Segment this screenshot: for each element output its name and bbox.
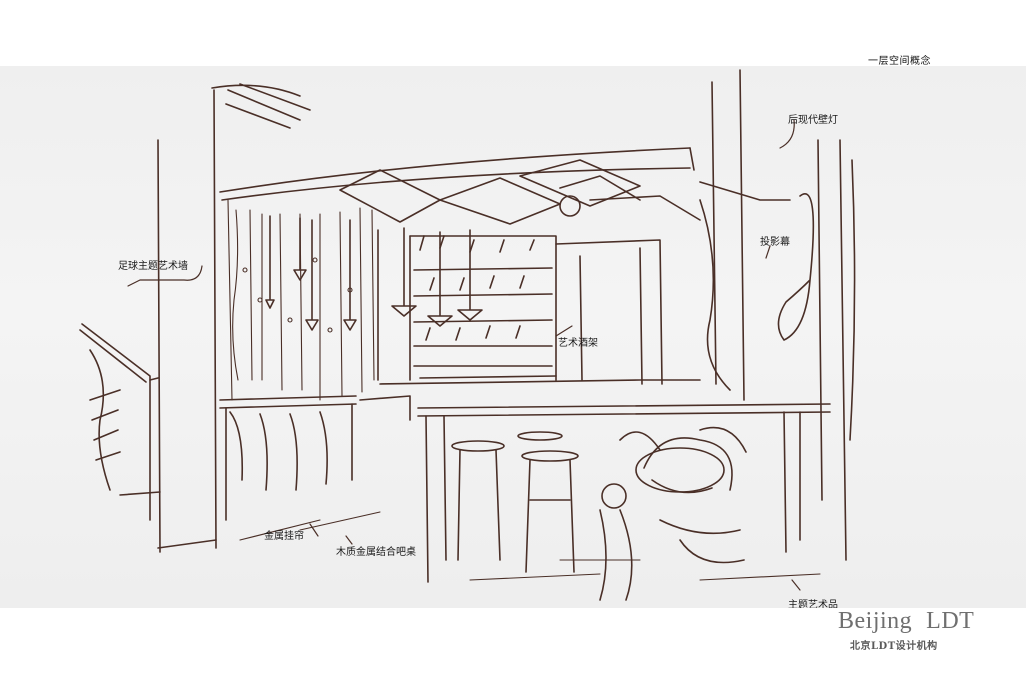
interior-sketch xyxy=(79,69,856,601)
wall-lamp xyxy=(559,175,815,341)
brand-block: Beijing LDT 北京LDT设计机构 xyxy=(838,608,978,652)
bar-stools xyxy=(451,431,579,573)
bar-table-label: 木质金属结合吧桌 xyxy=(336,547,416,558)
projection-screen-label: 投影幕 xyxy=(760,237,790,248)
main-bar-table xyxy=(379,375,831,583)
leader-lines xyxy=(127,119,801,591)
art-wine-rack-label: 艺术酒架 xyxy=(558,338,598,349)
metal-curtain-label: 金属挂帘 xyxy=(264,531,304,542)
brand-name: LDT xyxy=(926,608,975,634)
floor xyxy=(239,511,821,581)
stair-rail xyxy=(79,323,159,521)
brand-logo: Beijing LDT xyxy=(838,608,978,635)
art-piece xyxy=(599,426,747,601)
right-wall xyxy=(699,69,856,561)
left-column xyxy=(119,83,311,553)
left-bar xyxy=(219,395,411,521)
art-wall xyxy=(227,199,375,401)
brand-subtitle: 北京LDT设计机构 xyxy=(850,641,938,652)
page-title: 一层空间概念 xyxy=(868,56,931,67)
art-piece-label: 主题艺术品 xyxy=(788,600,838,608)
ceiling xyxy=(219,147,701,225)
sketch-panel: 后现代壁灯 投影幕 足球主题艺术墙 艺术酒架 金属挂帘 木质金属结合吧桌 主题艺… xyxy=(0,66,1026,608)
brand-city: Beijing xyxy=(838,608,913,634)
wall-lamp-label: 后现代壁灯 xyxy=(788,115,838,126)
football-wall-label: 足球主题艺术墙 xyxy=(118,261,188,272)
wine-rack xyxy=(377,229,663,385)
pendant-lamps xyxy=(265,215,483,331)
